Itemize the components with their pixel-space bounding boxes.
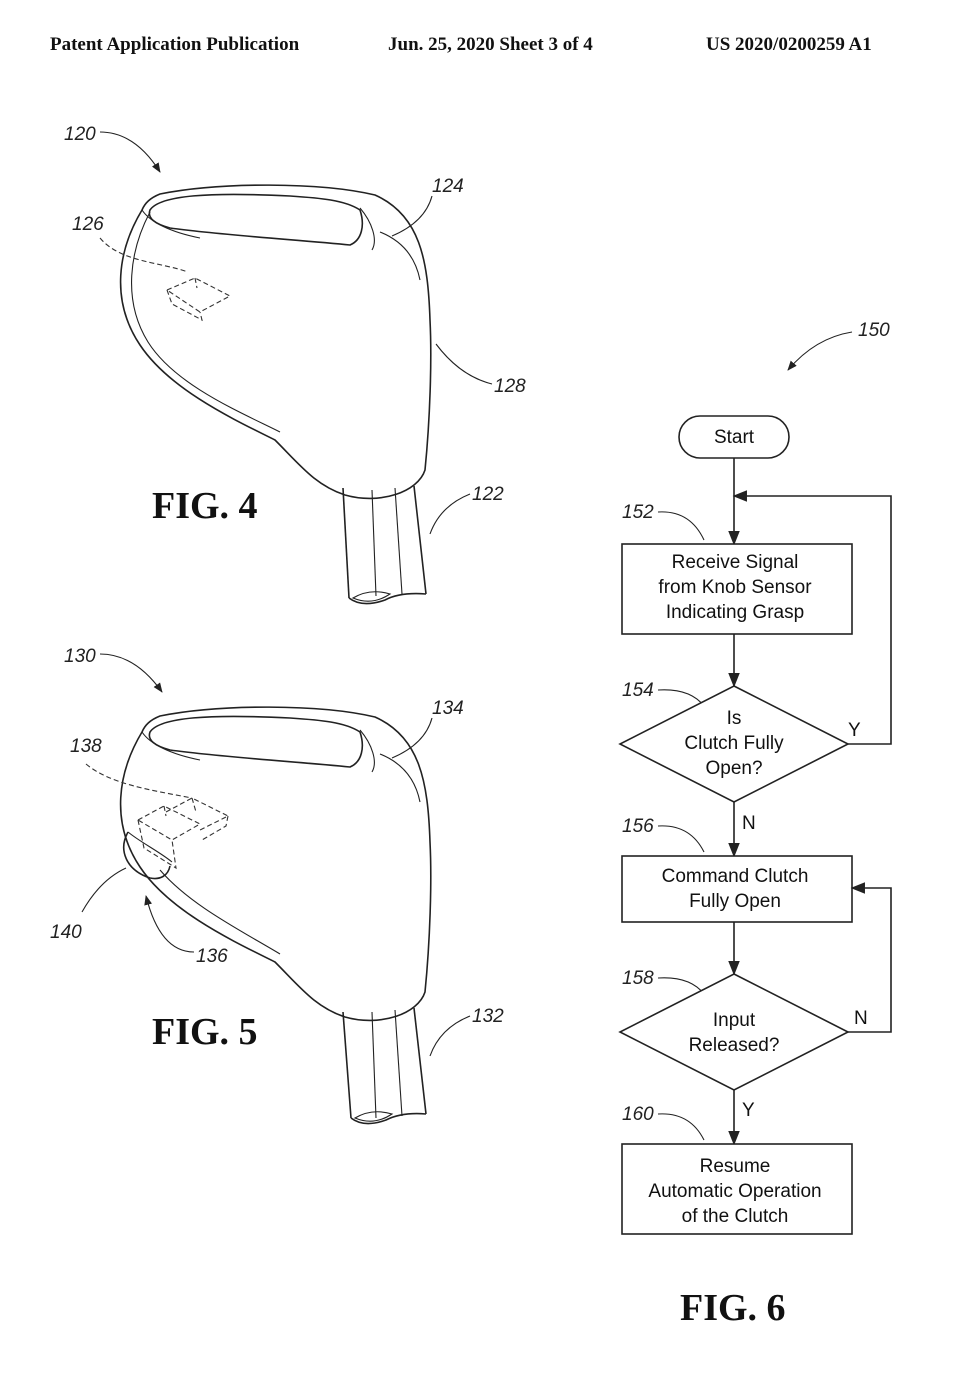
flow-step-154-line1: Is: [727, 708, 742, 729]
fig4-shaft: [342, 485, 427, 605]
publication-type: Patent Application Publication: [50, 34, 300, 55]
flow-step-160-line1: Resume: [700, 1156, 771, 1177]
publication-number: US 2020/0200259 A1: [706, 34, 872, 55]
flow-start-label: Start: [714, 427, 755, 448]
ref-138: 138: [70, 736, 102, 757]
ref-154: 154: [622, 680, 654, 701]
flow-decision-input-released: [618, 973, 850, 1091]
ref-132: 132: [472, 1006, 504, 1027]
flow-step-152-line3: Indicating Grasp: [666, 602, 804, 623]
fig5-knob: [119, 706, 432, 1022]
ref-130-arrow: [99, 653, 163, 693]
fig4-sensor: [99, 237, 232, 322]
ref-134-leader: [391, 717, 433, 759]
flow-step-158-line1: Input: [713, 1010, 756, 1031]
flow-step-156-line2: Fully Open: [689, 891, 781, 912]
ref-126: 126: [72, 214, 104, 235]
ref-120: 120: [64, 124, 96, 145]
ref-122-leader: [429, 493, 471, 535]
flow-step-156-line1: Command Clutch: [662, 866, 809, 887]
ref-128-leader: [435, 343, 493, 385]
flow-154-yes-label: Y: [848, 720, 861, 741]
ref-140: 140: [50, 922, 82, 943]
flow-step-resume-automatic: [621, 1143, 853, 1235]
ref-128: 128: [494, 376, 526, 397]
flow-loop-yes: [732, 490, 892, 745]
flow-step-154-line3: Open?: [705, 758, 762, 779]
flow-step-158-line2: Released?: [689, 1035, 780, 1056]
flow-154-no-label: N: [742, 813, 756, 834]
ref-152: 152: [622, 502, 654, 523]
flow-step-154-line2: Clutch Fully: [684, 733, 784, 754]
ref-124: 124: [432, 176, 464, 197]
fig6-caption: FIG. 6: [680, 1287, 786, 1329]
ref-122: 122: [472, 484, 504, 505]
flow-step-receive-signal: [621, 543, 853, 635]
ref-160: 160: [622, 1104, 654, 1125]
ref-140-leader: [81, 867, 127, 913]
flow-step-152-line1: Receive Signal: [672, 552, 799, 573]
fig6-flowchart: 150 Start 152 Receive Signal from Knob S…: [618, 320, 892, 1329]
fig5-drawing: 130: [50, 646, 504, 1125]
fig5-caption: FIG. 5: [152, 1011, 258, 1053]
flow-step-152-line2: from Knob Sensor: [658, 577, 812, 598]
ref-158: 158: [622, 968, 654, 989]
ref-136-arrow: [144, 895, 195, 953]
fig5-button: [123, 831, 173, 880]
fig5-shaft: [342, 1007, 427, 1125]
ref-150-arrow: [787, 331, 853, 371]
fig4-knob: [119, 184, 432, 500]
ref-136: 136: [196, 946, 228, 967]
ref-150: 150: [858, 320, 890, 341]
page-header: Patent Application Publication Jun. 25, …: [0, 34, 960, 64]
publication-date-sheet: Jun. 25, 2020 Sheet 3 of 4: [388, 34, 593, 55]
ref-120-arrow: [99, 131, 161, 173]
flow-step-command-clutch: [621, 855, 853, 923]
fig5-sensors: [85, 763, 230, 870]
flow-loop-no: [848, 882, 892, 1033]
ref-156: 156: [622, 816, 654, 837]
ref-124-leader: [391, 195, 433, 237]
flow-step-160-line3: of the Clutch: [682, 1206, 789, 1227]
flow-158-yes-label: Y: [742, 1100, 755, 1121]
fig4-caption: FIG. 4: [152, 485, 258, 527]
ref-134: 134: [432, 698, 464, 719]
fig4-drawing: 120 126 124 128: [64, 124, 526, 605]
flow-step-160-line2: Automatic Operation: [648, 1181, 821, 1202]
flow-158-no-label: N: [854, 1008, 868, 1029]
ref-130: 130: [64, 646, 96, 667]
ref-132-leader: [429, 1015, 471, 1057]
